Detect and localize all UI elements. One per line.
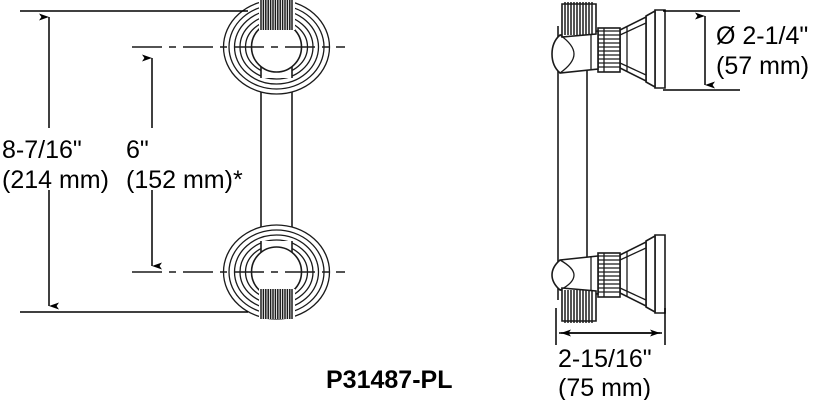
part-number-label: P31487-PL	[326, 366, 452, 394]
bottom-bracket-assembly	[551, 234, 666, 323]
projection-metric-label: (75 mm)	[558, 374, 651, 400]
top-post-flutes	[561, 2, 597, 38]
front-elevation-view	[132, 0, 345, 320]
bottom-hourglass-collar	[551, 255, 599, 295]
overall-height-metric-label: (214 mm)	[2, 166, 109, 194]
top-wall-flange	[645, 9, 666, 89]
overall-height-dimension	[20, 10, 248, 313]
top-rosette-flutes	[259, 0, 295, 30]
bottom-post-flutes	[561, 287, 597, 323]
bottom-knurled-ring	[597, 252, 621, 298]
flange-diameter-imperial-label: Ø 2-1/4"	[716, 22, 808, 50]
flange-diameter-dimension	[663, 10, 740, 91]
top-bracket-assembly	[551, 2, 666, 89]
top-cone-body	[619, 15, 647, 83]
top-knurled-ring	[597, 27, 621, 73]
center-to-center-imperial-label: 6"	[126, 136, 149, 164]
side-elevation-view	[551, 2, 666, 323]
flange-diameter-metric-label: (57 mm)	[716, 52, 809, 80]
bottom-rosette-flutes	[259, 289, 295, 319]
bottom-wall-flange	[645, 234, 666, 314]
projection-imperial-label: 2-15/16"	[558, 345, 652, 373]
side-shaft	[557, 26, 588, 300]
top-hourglass-collar	[551, 30, 599, 74]
overall-height-imperial-label: 8-7/16"	[2, 136, 82, 164]
center-to-center-metric-label: (152 mm)*	[126, 166, 243, 194]
projection-dimension	[555, 308, 666, 345]
